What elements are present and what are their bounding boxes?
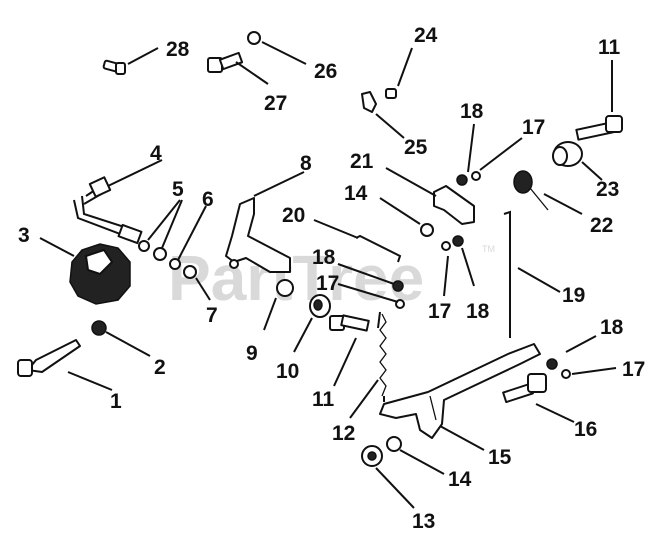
part-10-bushing [309,294,331,318]
callout-14-bottom: 14 [448,468,472,491]
callout-3: 3 [18,224,30,247]
part-28-screw [102,59,126,75]
callout-26: 26 [314,60,337,83]
part-5-washer-a [138,240,150,252]
callout-9: 9 [246,342,258,365]
part-17-washer-top [471,171,481,181]
part-11-bolt-mid [329,314,370,332]
part-22-spring [513,170,549,211]
callout-6: 6 [202,188,214,211]
part-16-bolt [502,373,547,404]
callout-20: 20 [282,204,305,227]
part-14-nut-mid [420,223,434,237]
callout-17-right: 17 [622,358,645,381]
callout-17-top: 17 [522,116,545,139]
part-27-bolt [207,51,244,73]
callout-18-mid: 18 [466,300,490,323]
callout-19: 19 [562,284,585,307]
callout-24: 24 [414,24,438,47]
watermark: PartTree [168,242,424,314]
leader-lines [39,41,617,509]
callout-25: 25 [404,136,428,159]
part-18-nut-right [546,358,558,370]
callout-23: 23 [596,178,619,201]
callout-28: 28 [166,38,190,61]
callout-16: 16 [574,418,597,441]
part-23-bushing [552,141,583,167]
watermark-tm: TM [482,244,495,254]
callout-1: 1 [110,390,122,413]
callout-18-right: 18 [600,316,624,339]
callout-18-low: 18 [312,246,336,269]
callout-4: 4 [150,142,162,165]
part-1-bolt [17,339,81,377]
part-17-washer-mid [441,241,451,251]
callout-11-top: 11 [598,36,621,59]
part-19-rod [503,210,511,338]
part-21-bracket [433,185,475,225]
part-12-spring [377,311,387,402]
part-11-bolt-top [575,115,623,141]
part-17-washer-right [561,369,571,379]
callout-21: 21 [350,150,374,173]
part-7-nut [183,265,197,279]
callout-12: 12 [332,422,355,445]
callout-5: 5 [172,178,184,201]
part-4-bent-rod [73,176,143,245]
part-13-nut [361,445,383,467]
part-26-nut [247,31,261,45]
callout-15: 15 [488,446,512,469]
part-2-nut [91,320,107,336]
part-18-nut-low [392,280,404,292]
part-6-nut [169,258,181,270]
callout-18-top: 18 [460,100,484,123]
callout-17-low: 17 [316,272,339,295]
part-8-bracket [225,197,291,273]
callout-17-mid: 17 [428,300,451,323]
callout-2: 2 [154,356,166,379]
callout-labels: 28 26 27 24 25 11 23 22 18 17 21 14 17 1… [18,24,645,533]
part-18-nut-mid [452,235,464,247]
callout-8: 8 [300,152,312,175]
part-14-nut-bottom [386,436,402,452]
callout-11-mid: 11 [312,388,335,411]
part-15-lever [379,343,541,439]
part-18-nut-top [456,174,468,186]
callout-10: 10 [276,360,299,383]
callout-14-mid: 14 [344,182,368,205]
callout-13: 13 [412,510,435,533]
part-3-gear [69,243,131,305]
callout-27: 27 [264,92,287,115]
part-5-washer-b [153,247,167,261]
part-24-screw [385,88,397,99]
callout-7: 7 [206,304,218,327]
callout-22: 22 [590,214,613,237]
part-25-clip [361,91,377,113]
part-9-nut [276,279,294,297]
